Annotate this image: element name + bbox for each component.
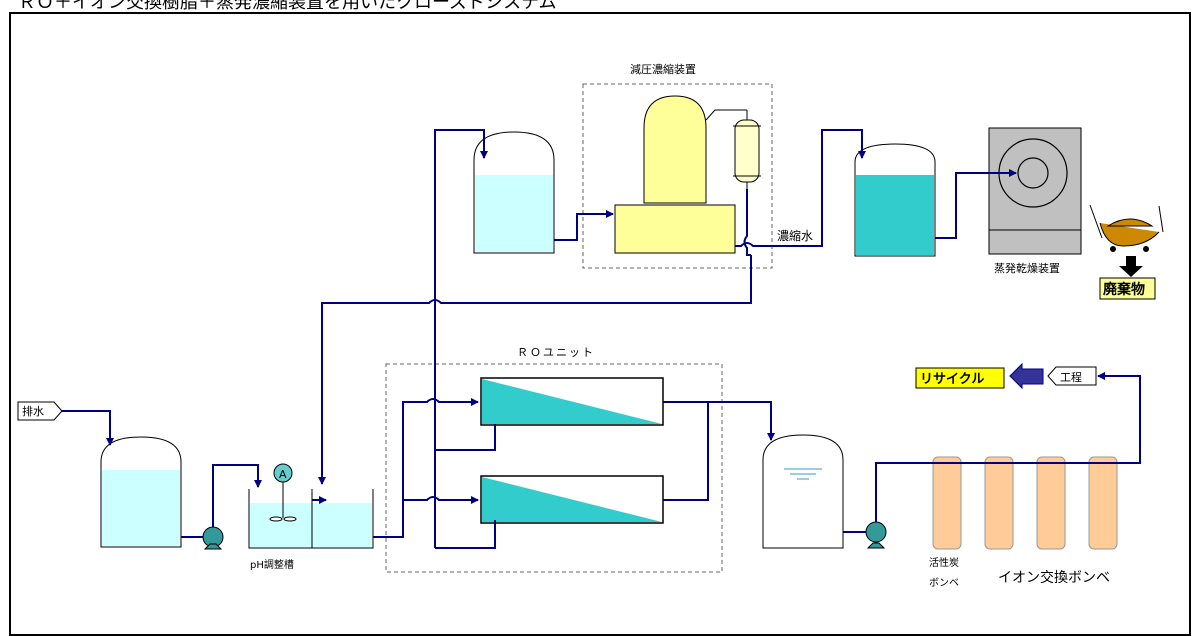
activated-carbon-label-1: 活性炭 xyxy=(929,556,959,569)
ion-exchange-cylinder-2 xyxy=(1036,456,1066,550)
vacuum-concentrator-base xyxy=(614,204,736,254)
vacuum-concentrator-frame xyxy=(582,83,773,269)
pipes xyxy=(62,129,1141,549)
waste-label: 廃棄物 xyxy=(1103,281,1145,298)
ro-unit-frame xyxy=(385,363,723,573)
ion-exchange-cylinder-3 xyxy=(1088,456,1118,550)
waste-arrow-icon xyxy=(1119,256,1143,277)
recycle-label: リサイクル xyxy=(920,372,984,387)
waste-tag xyxy=(1099,277,1156,300)
process-tag xyxy=(1047,366,1097,386)
treated-water-tank xyxy=(762,434,844,549)
condenser xyxy=(734,119,760,183)
activated-carbon-cylinder xyxy=(932,456,962,550)
ph-tank-label: pH調整槽 xyxy=(250,558,294,571)
evaporation-dryer-label: 蒸発乾燥装置 xyxy=(994,261,1060,275)
recycle-tag xyxy=(915,367,1005,389)
diagram-border xyxy=(9,12,1191,636)
waste-cart xyxy=(1099,222,1160,247)
ro-unit-label: ＲＯユニット xyxy=(517,346,595,359)
ion-exchange-label: イオン交換ボンベ xyxy=(998,569,1110,586)
wastewater-label: 排水 xyxy=(22,404,44,418)
recycle-arrow-icon xyxy=(1009,362,1044,390)
diagram-title: ＲＯ＋イオン交換樹脂＋蒸発濃縮装置を用いたクローズドシステム xyxy=(18,0,557,13)
ion-exchange-cylinder-1 xyxy=(984,456,1014,550)
agitator-motor-icon xyxy=(273,463,293,483)
vacuum-concentrator-column xyxy=(643,95,707,204)
process-label: 工程 xyxy=(1060,371,1082,384)
vacuum-concentrator-label: 減圧濃縮装置 xyxy=(630,62,696,76)
ph-adjustment-tank xyxy=(248,489,374,549)
concentrated-water-label: 濃縮水 xyxy=(777,228,813,243)
activated-carbon-label-2: ボンベ xyxy=(929,577,959,589)
evaporation-dryer xyxy=(988,127,1082,255)
pump-icon-2 xyxy=(865,521,887,543)
wastewater-tag xyxy=(17,401,63,421)
agitator-blade-icon xyxy=(269,516,283,522)
agitator-mark: A xyxy=(279,468,287,481)
